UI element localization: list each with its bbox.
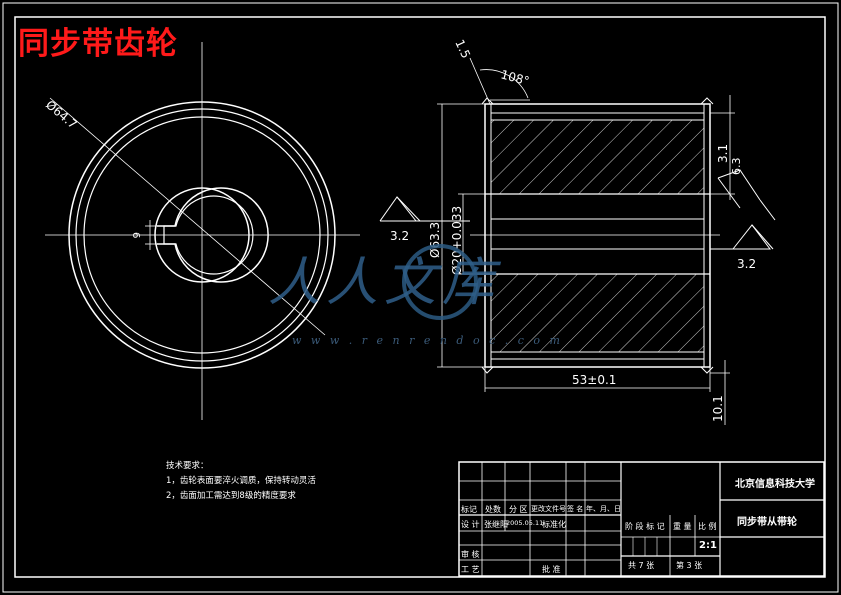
- tb-zone-label: 分 区: [509, 505, 528, 514]
- tb-design-label: 设 计: [461, 520, 480, 529]
- tb-count-label: 处数: [485, 505, 501, 514]
- watermark-url: w w w . r e n r e n d o c . c o m: [292, 334, 563, 347]
- tb-change-doc-label: 更改文件号: [531, 505, 566, 513]
- hatch-lower: [491, 274, 704, 352]
- chamfer-label: 1.5: [452, 37, 473, 60]
- tb-total-sheets: 共 7 张: [628, 561, 655, 570]
- tb-weight-label: 重 量: [673, 522, 692, 531]
- tb-school: 北京信息科技大学: [735, 479, 815, 490]
- watermark-logo: [402, 244, 478, 320]
- title-block-grid: [458, 461, 825, 577]
- tb-review-label: 审 核: [461, 550, 480, 559]
- hatch-upper: [491, 120, 704, 194]
- technical-requirements: 技术要求： 1，齿轮表面要淬火调质，保持转动灵活 2，齿面加工需达到8级的精度要…: [166, 459, 316, 504]
- roughness-right-top-value: 6.3: [730, 158, 743, 176]
- bore-diameter-label: Ø20+0.033: [450, 206, 464, 275]
- tb-date-label: 年、月、日: [586, 505, 621, 513]
- requirements-heading: 技术要求：: [166, 461, 209, 471]
- tb-standardize-label: 标准化: [542, 520, 566, 529]
- tb-designer: 张继阳: [484, 520, 508, 529]
- tb-scale-label: 比 例: [698, 522, 717, 531]
- outer-diameter-label: Ø64.7: [43, 98, 80, 132]
- watermark-text: 人人文库: [268, 253, 502, 313]
- roughness-left-value: 3.2: [390, 229, 409, 243]
- tb-process-label: 工 艺: [461, 565, 480, 574]
- drawing-title: 同步带齿轮: [18, 26, 178, 62]
- roughness-right-value: 3.2: [737, 257, 756, 271]
- requirement-1: 1，齿轮表面要淬火调质，保持转动灵活: [166, 476, 316, 486]
- tb-drawing-name: 同步带从带轮: [737, 517, 797, 528]
- roughness-symbol-right-top: [717, 169, 776, 221]
- roughness-symbol-right: [710, 224, 774, 250]
- tb-sheet-no: 第 3 张: [676, 561, 703, 570]
- angle-label: 108°: [499, 67, 531, 88]
- flange-label: 10.1: [711, 395, 725, 422]
- tooth-height-label: 3.1: [716, 144, 730, 163]
- key-width-label: 6: [130, 232, 141, 238]
- tb-approve-label: 批 准: [542, 565, 561, 574]
- tb-scale-value: 2:1: [699, 540, 717, 551]
- requirement-2: 2，齿面加工需达到8级的精度要求: [166, 491, 296, 501]
- section-dimensions: [437, 57, 735, 425]
- tb-mark-label: 标记: [461, 505, 477, 514]
- width-label: 53±0.1: [572, 373, 616, 387]
- tb-stage-label: 阶 段 标 记: [625, 522, 665, 531]
- inner-frame: [14, 16, 826, 578]
- tb-design-date: 2005.05.11: [506, 519, 544, 527]
- roughness-symbol-left: [379, 196, 470, 222]
- end-view: [45, 42, 360, 420]
- tb-signature-label: 签 名: [567, 505, 584, 513]
